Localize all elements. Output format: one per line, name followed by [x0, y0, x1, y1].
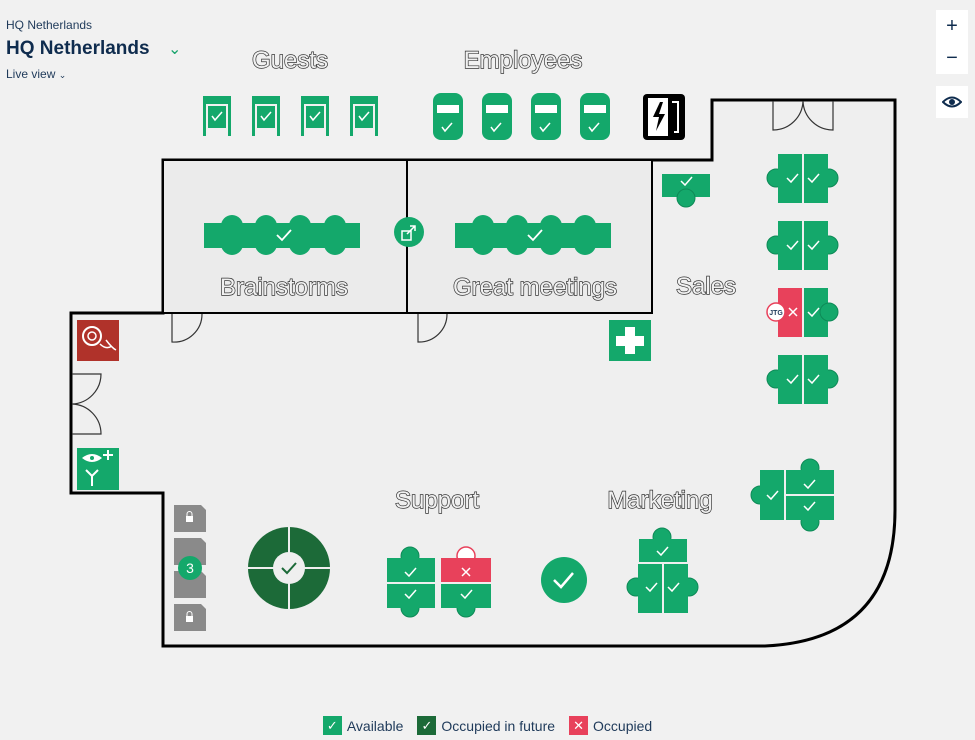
- car-spot[interactable]: [580, 93, 610, 140]
- legend-item-available: ✓Available: [322, 716, 404, 735]
- legend-label: Occupied in future: [441, 717, 556, 734]
- door: [417, 313, 448, 343]
- double-door: [71, 373, 102, 435]
- cross-icon: ✕: [569, 716, 589, 735]
- desk-pod[interactable]: [766, 221, 839, 270]
- meeting-table-great-meetings[interactable]: [455, 215, 611, 255]
- connect-rooms-icon[interactable]: [394, 217, 424, 247]
- door: [171, 313, 203, 343]
- parking-spot[interactable]: [203, 96, 231, 136]
- legend-item-occupied-future: ✓Occupied in future: [417, 716, 555, 735]
- locker-count-badge: 3: [186, 560, 194, 576]
- legend-label: Occupied: [593, 717, 653, 734]
- check-icon: ✓: [417, 716, 437, 735]
- employee-parking-spots: [433, 93, 610, 140]
- double-door: [772, 100, 834, 131]
- desk-pod[interactable]: [750, 458, 834, 532]
- desk-pod[interactable]: [766, 154, 839, 203]
- parking-spot[interactable]: [252, 96, 280, 136]
- desk-pod[interactable]: [766, 355, 839, 404]
- floor-plan: JTG 3: [69, 46, 897, 648]
- zoom-in-button[interactable]: +: [936, 10, 968, 42]
- desk-pod[interactable]: [626, 527, 699, 613]
- view-selector[interactable]: Live view ⌄: [6, 67, 66, 81]
- view-label: Live view: [6, 67, 56, 81]
- first-aid-icon: [609, 320, 651, 361]
- guest-parking-spots: [203, 96, 378, 136]
- round-table[interactable]: [248, 527, 330, 609]
- ev-charger-icon: [643, 94, 685, 140]
- available-spot[interactable]: [541, 557, 587, 603]
- zone-label-employees: Employees: [464, 47, 583, 74]
- zone-label-great-meetings: Great meetings: [453, 274, 617, 301]
- car-spot[interactable]: [531, 93, 561, 140]
- breadcrumb: HQ Netherlands: [6, 18, 93, 32]
- legend: ✓Available ✓Occupied in future ✕Occupied: [0, 716, 975, 735]
- car-spot[interactable]: [433, 93, 463, 140]
- meeting-table-brainstorms[interactable]: [204, 215, 360, 255]
- locker-bank[interactable]: 3: [174, 505, 206, 631]
- desk-pod[interactable]: [662, 174, 710, 208]
- chevron-down-icon: ⌄: [58, 70, 67, 80]
- desk-pod[interactable]: [387, 546, 491, 618]
- desk-pod[interactable]: JTG: [766, 288, 839, 337]
- visibility-toggle-button[interactable]: [936, 86, 968, 118]
- zoom-out-button[interactable]: −: [936, 42, 968, 74]
- eye-wash-icon: [77, 448, 119, 490]
- page-title: HQ Netherlands: [6, 38, 150, 59]
- legend-item-occupied: ✕Occupied: [569, 716, 652, 735]
- check-icon: ✓: [322, 716, 342, 735]
- user-avatar: JTG: [769, 310, 783, 317]
- car-spot[interactable]: [482, 93, 512, 140]
- fire-hose-icon: [77, 320, 119, 361]
- zone-label-support: Support: [395, 487, 479, 514]
- zone-label-brainstorms: Brainstorms: [220, 274, 348, 301]
- eye-icon: [942, 96, 962, 108]
- zone-label-guests: Guests: [252, 47, 328, 74]
- parking-spot[interactable]: [350, 96, 378, 136]
- parking-spot[interactable]: [301, 96, 329, 136]
- room-great-meetings[interactable]: [406, 159, 653, 314]
- chevron-down-icon[interactable]: ⌄: [168, 41, 182, 58]
- zone-label-sales: Sales: [676, 273, 736, 300]
- legend-label: Available: [346, 717, 404, 734]
- zone-label-marketing: Marketing: [607, 487, 712, 514]
